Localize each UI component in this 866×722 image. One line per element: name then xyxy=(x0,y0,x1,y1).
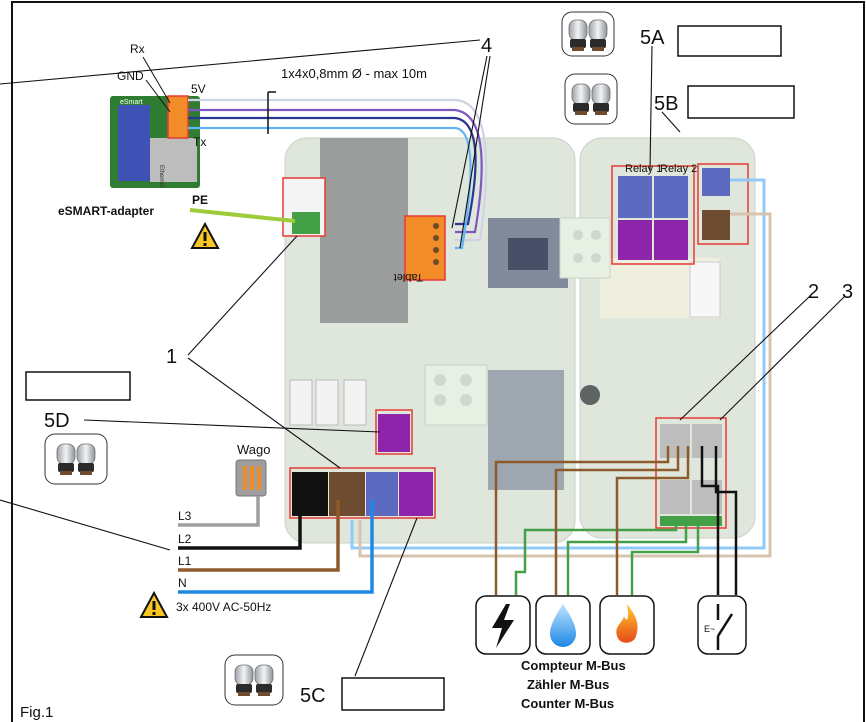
meter-label-en: Counter M-Bus xyxy=(521,696,614,711)
esmart-adapter: eSmart Ethernet xyxy=(110,95,200,188)
phase-n: N xyxy=(178,576,187,590)
phase-l3: L3 xyxy=(178,509,192,523)
wago-clamp xyxy=(235,459,267,497)
supply-label: 3x 400V AC-50Hz xyxy=(176,600,271,614)
callout-3: 3 xyxy=(842,281,853,303)
mbus-terminals xyxy=(655,417,727,529)
leader-lines xyxy=(0,39,846,677)
valve-actuator-icon xyxy=(561,11,615,57)
callout-5a: 5A xyxy=(640,27,665,49)
callout-5c: 5C xyxy=(300,685,326,707)
tx-label: Tx xyxy=(193,135,206,149)
adapter-ethernet-label: Ethernet xyxy=(158,165,164,188)
callout-5d: 5D xyxy=(44,410,70,432)
relay1-label: Relay 1 xyxy=(625,163,662,175)
meter-wires xyxy=(494,446,738,595)
5v-label: 5V xyxy=(191,82,206,96)
callout-1: 1 xyxy=(166,346,177,368)
pe-terminal xyxy=(282,177,326,237)
relay-terminals-5a: Relay 1 Relay 2 xyxy=(611,163,697,265)
flame-icon xyxy=(599,595,655,655)
adapter-name: eSMART-adapter xyxy=(58,204,154,218)
valve-actuator-icon xyxy=(44,433,108,485)
relay-terminals-5b xyxy=(697,163,749,245)
frame xyxy=(11,1,865,722)
label-box-5a xyxy=(677,25,782,57)
svg-text:E~: E~ xyxy=(704,624,715,634)
figure-label: Fig.1 xyxy=(20,704,53,721)
phase-wires xyxy=(178,496,374,594)
warning-icon xyxy=(139,590,169,618)
callout-4: 4 xyxy=(481,35,492,57)
callout-2: 2 xyxy=(808,281,819,303)
label-box-left xyxy=(25,371,131,401)
label-box-5c xyxy=(341,677,445,711)
warning-icon xyxy=(190,221,220,249)
rx-label: Rx xyxy=(130,42,145,56)
terminal-5d xyxy=(375,409,413,455)
tablet-terminal: Tablet xyxy=(394,215,446,283)
phase-l1: L1 xyxy=(178,554,192,568)
cable-spec: 1x4x0,8mm Ø - max 10m xyxy=(281,66,427,81)
pe-label: PE xyxy=(192,193,208,207)
power-terminals xyxy=(289,467,436,519)
bolt-icon xyxy=(475,595,531,655)
meter-label-de: Zähler M-Bus xyxy=(527,677,609,692)
meter-label-fr: Compteur M-Bus xyxy=(521,658,626,673)
wago-label: Wago xyxy=(237,442,270,457)
label-box-5b xyxy=(687,85,795,119)
relay2-label: Relay 2 xyxy=(660,163,697,175)
adapter-cable xyxy=(188,98,488,250)
adapter-brand: eSmart xyxy=(120,99,143,106)
water-drop-icon xyxy=(535,595,591,655)
phase-l2: L2 xyxy=(178,532,192,546)
valve-actuator-icon xyxy=(564,73,618,125)
callout-5b: 5B xyxy=(654,93,678,115)
tablet-label: Tablet xyxy=(394,271,423,283)
valve-actuator-icon xyxy=(224,654,284,706)
main-board xyxy=(284,137,576,544)
switch-icon: E~ xyxy=(697,595,747,655)
